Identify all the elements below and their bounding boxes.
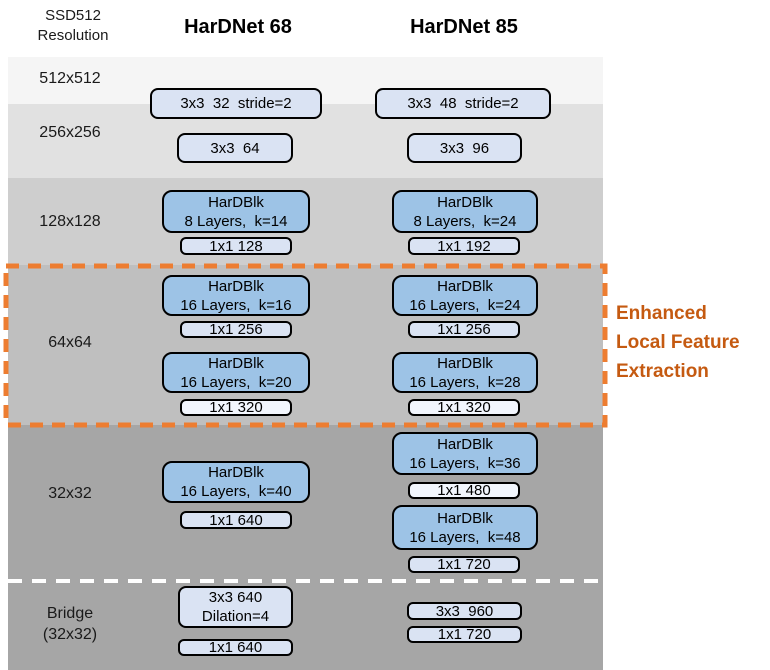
column-title-hardnet85: HarDNet 85 xyxy=(410,16,518,38)
h85-conv-1x1-192: 1x1 192 xyxy=(408,237,520,255)
h68-conv-1x1-256: 1x1 256 xyxy=(180,321,292,338)
row-label-256x256: 256x256 xyxy=(39,124,101,141)
column-title-hardnet68: HarDNet 68 xyxy=(184,16,292,38)
hardblk-config: 8 Layers, k=24 xyxy=(413,212,517,230)
h68-hardblk-64b: HarDBlk 16 Layers, k=20 xyxy=(162,352,310,393)
bridge-label-line1: Bridge xyxy=(46,605,94,622)
h85-conv-1x1-320: 1x1 320 xyxy=(408,399,520,416)
h68-hardblk-128: HarDBlk 8 Layers, k=14 xyxy=(162,190,310,233)
hardblk-title: HarDBlk xyxy=(437,354,493,372)
hardblk-config: 16 Layers, k=16 xyxy=(180,296,292,314)
resolution-header-line2: Resolution xyxy=(37,27,109,44)
hardblk-title: HarDBlk xyxy=(437,193,493,211)
h85-bridge-conv-3x3-960: 3x3 960 xyxy=(407,602,522,620)
h85-conv-1x1-720: 1x1 720 xyxy=(408,556,520,573)
h68-hardblk-32: HarDBlk 16 Layers, k=40 xyxy=(162,461,310,503)
h68-bridge-conv-1x1-640: 1x1 640 xyxy=(178,639,293,656)
h68-conv-3x3-32-stride2: 3x3 32 stride=2 xyxy=(150,88,322,119)
h85-hardblk-64a: HarDBlk 16 Layers, k=24 xyxy=(392,275,538,316)
h85-hardblk-32b: HarDBlk 16 Layers, k=48 xyxy=(392,505,538,550)
row-label-128x128: 128x128 xyxy=(39,213,101,230)
enhanced-local-feature-annotation: Enhanced Local Feature Extraction xyxy=(616,299,766,386)
h85-conv-1x1-480: 1x1 480 xyxy=(408,482,520,499)
annotation-line2: Local Feature xyxy=(616,332,740,353)
band-bridge xyxy=(8,580,603,670)
h68-bridge-conv-3x3-640-dilation4: 3x3 640 Dilation=4 xyxy=(178,586,293,628)
h85-bridge-conv-1x1-720: 1x1 720 xyxy=(407,626,522,643)
h68-conv-1x1-128: 1x1 128 xyxy=(180,237,292,255)
annotation-line3: Extraction xyxy=(616,361,709,382)
row-label-64x64: 64x64 xyxy=(48,334,92,351)
h68-hardblk-64a: HarDBlk 16 Layers, k=16 xyxy=(162,275,310,316)
h85-hardblk-32a: HarDBlk 16 Layers, k=36 xyxy=(392,432,538,475)
annotation-line1: Enhanced xyxy=(616,303,707,324)
hardblk-title: HarDBlk xyxy=(208,277,264,295)
row-label-bridge: Bridge (32x32) xyxy=(0,603,140,645)
hardblk-title: HarDBlk xyxy=(437,435,493,453)
h85-hardblk-64b: HarDBlk 16 Layers, k=28 xyxy=(392,352,538,393)
h68-conv-1x1-320: 1x1 320 xyxy=(180,399,292,416)
row-label-512x512: 512x512 xyxy=(39,70,101,87)
hardblk-title: HarDBlk xyxy=(437,509,493,527)
h85-conv-1x1-256: 1x1 256 xyxy=(408,321,520,338)
bridge-conv-line1: 3x3 640 xyxy=(208,589,263,606)
hardblk-config: 16 Layers, k=20 xyxy=(180,373,292,391)
hardblk-title: HarDBlk xyxy=(208,193,264,211)
hardblk-title: HarDBlk xyxy=(208,464,264,481)
hardblk-config: 16 Layers, k=24 xyxy=(409,296,521,314)
resolution-column-header: SSD512 Resolution xyxy=(8,6,138,46)
h85-hardblk-128: HarDBlk 8 Layers, k=24 xyxy=(392,190,538,233)
hardblk-config: 8 Layers, k=14 xyxy=(184,212,288,230)
hardblk-config: 16 Layers, k=48 xyxy=(409,528,521,546)
hardblk-config: 16 Layers, k=36 xyxy=(409,454,521,472)
bridge-conv-line2: Dilation=4 xyxy=(201,608,270,625)
bridge-label-line2: (32x32) xyxy=(42,626,98,643)
hardblk-title: HarDBlk xyxy=(437,277,493,295)
h85-conv-3x3-96: 3x3 96 xyxy=(407,133,522,163)
hardblk-title: HarDBlk xyxy=(208,354,264,372)
resolution-header-line1: SSD512 xyxy=(45,7,101,24)
h68-conv-3x3-64: 3x3 64 xyxy=(177,133,293,163)
hardblk-config: 16 Layers, k=40 xyxy=(180,483,292,500)
row-label-32x32: 32x32 xyxy=(48,485,92,502)
h68-conv-1x1-640: 1x1 640 xyxy=(180,511,292,529)
h85-conv-3x3-48-stride2: 3x3 48 stride=2 xyxy=(375,88,551,119)
hardblk-config: 16 Layers, k=28 xyxy=(409,373,521,391)
